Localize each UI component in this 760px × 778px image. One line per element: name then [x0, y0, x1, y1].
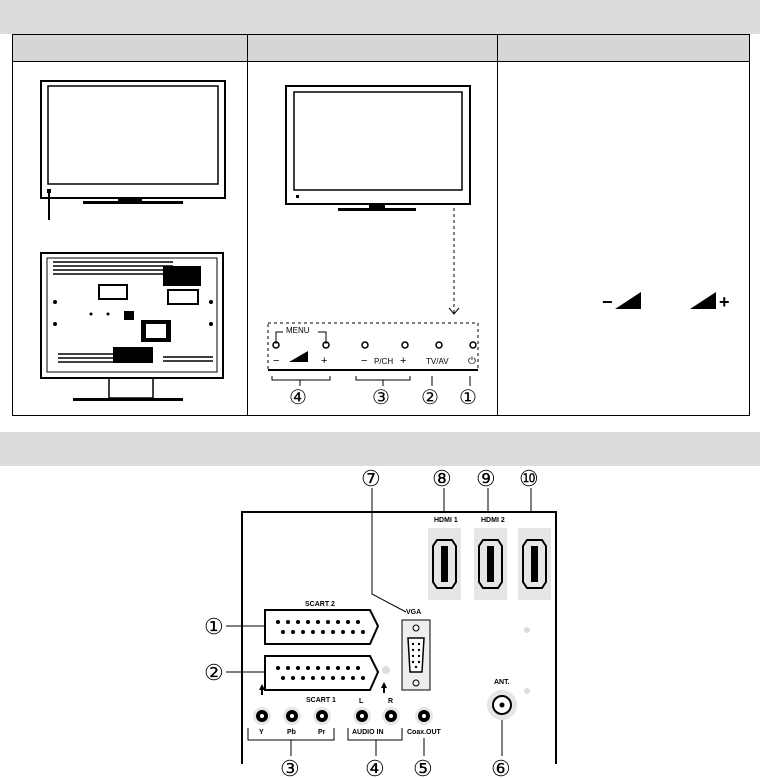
callout-number: ③ [372, 387, 390, 409]
pb-label: Pb [287, 729, 296, 736]
coax-out-jack[interactable] [415, 707, 433, 725]
vol-plus-sign: + [321, 355, 327, 367]
callout-number: ② [204, 660, 224, 685]
rear-panel-outline [241, 511, 557, 764]
scart1-label: SCART 1 [306, 697, 336, 704]
pr-rca-jack[interactable] [313, 707, 331, 725]
pch-plus-button[interactable] [401, 341, 409, 349]
vol-minus-sign: − [273, 355, 279, 367]
audio-r-jack[interactable] [382, 707, 400, 725]
description-cell: − + [497, 61, 750, 416]
tv-front-screen [47, 85, 219, 185]
pch-label: P/CH [374, 357, 393, 366]
menu-vol-minus-button[interactable] [272, 341, 280, 349]
volume-icons: − + [602, 292, 730, 312]
tv-front-back-illustration [40, 80, 226, 401]
volume-down-wedge-icon [615, 292, 641, 309]
hdmi3-port[interactable] [518, 528, 551, 600]
pch-minus-sign: − [361, 355, 367, 367]
y-label: Y [259, 729, 264, 736]
indicator-dot [524, 627, 530, 633]
tv-front-stand [83, 201, 183, 204]
callout-number: ⑨ [476, 466, 496, 491]
tv-views-cell [12, 61, 248, 416]
indicator-dot [382, 666, 390, 674]
audio-in-label: AUDIO IN [352, 729, 384, 736]
menu-vol-plus-button[interactable] [322, 341, 330, 349]
tv-front-neck [118, 198, 142, 201]
table-header-cell [247, 34, 498, 62]
callout-number: ⑦ [361, 466, 381, 491]
hdmi1-label: HDMI 1 [434, 517, 458, 524]
indicator-dot [524, 688, 530, 694]
table-header-cell [497, 34, 750, 62]
callout-number: ⑧ [432, 466, 452, 491]
tv-front-screen [293, 91, 463, 191]
vol-minus-sign: − [602, 292, 613, 312]
ant-label: ANT. [494, 679, 510, 686]
pch-minus-button[interactable] [361, 341, 369, 349]
table-header-cell [12, 34, 248, 62]
zoom-pointer-arrow [448, 307, 460, 315]
callout-number: ① [459, 387, 477, 409]
audio-l-label: L [359, 698, 364, 705]
callout-number: ④ [289, 387, 307, 409]
antenna-port[interactable] [487, 690, 517, 720]
callout-number: ② [421, 387, 439, 409]
hdmi2-label: HDMI 2 [481, 517, 505, 524]
pr-label: Pr [318, 729, 326, 736]
tvav-label: TV/AV [426, 357, 449, 366]
coax-out-label: Coax.OUT [407, 729, 442, 736]
tv-front-neck [369, 204, 385, 208]
rear-connectors-diagram: ⑦ ⑧ ⑨ ⑩ HDMI 1 HDMI 2 VGA SCART 2 [204, 466, 557, 778]
scart2-label: SCART 2 [305, 601, 335, 608]
callout-number: ③ [280, 756, 300, 778]
section-header-bar [0, 432, 760, 466]
hdmi2-port[interactable] [474, 528, 507, 600]
ir-sensor-dot [47, 189, 51, 193]
section-header-bar [0, 0, 760, 34]
ir-sensor-dot [296, 195, 299, 198]
up-arrow-icon [381, 682, 387, 688]
tv-front-stand [338, 208, 416, 211]
power-icon: ⏻ [468, 356, 476, 367]
tvav-button[interactable] [435, 341, 443, 349]
vga-port[interactable] [401, 619, 431, 691]
vol-plus-sign: + [719, 292, 730, 312]
vga-label: VGA [406, 609, 421, 616]
callout-number: ⑩ [519, 466, 539, 491]
hdmi1-port[interactable] [428, 528, 461, 600]
callout-number: ⑤ [413, 756, 433, 778]
audio-l-jack[interactable] [353, 707, 371, 725]
volume-up-wedge-icon [690, 292, 716, 309]
pb-rca-jack[interactable] [283, 707, 301, 725]
audio-r-label: R [388, 698, 393, 705]
scart2-port[interactable] [264, 609, 380, 645]
volume-wedge-icon [289, 351, 308, 362]
scart1-port[interactable] [264, 655, 380, 691]
controls-table: MENU − + − P/CH + TV/AV ⏻ [12, 34, 750, 416]
pch-plus-sign: + [400, 355, 406, 367]
control-buttons-cell: MENU − + − P/CH + TV/AV ⏻ [247, 61, 498, 416]
control-buttons-illustration: MENU − + − P/CH + TV/AV ⏻ [267, 85, 479, 409]
up-arrow-icon [259, 684, 265, 690]
callout-number: ① [204, 614, 224, 639]
tv-back-view [40, 252, 224, 401]
standby-button[interactable] [469, 341, 477, 349]
menu-label: MENU [286, 326, 310, 335]
callout-number: ⑥ [491, 756, 511, 778]
y-rca-jack[interactable] [253, 707, 271, 725]
callout-number: ④ [365, 756, 385, 778]
